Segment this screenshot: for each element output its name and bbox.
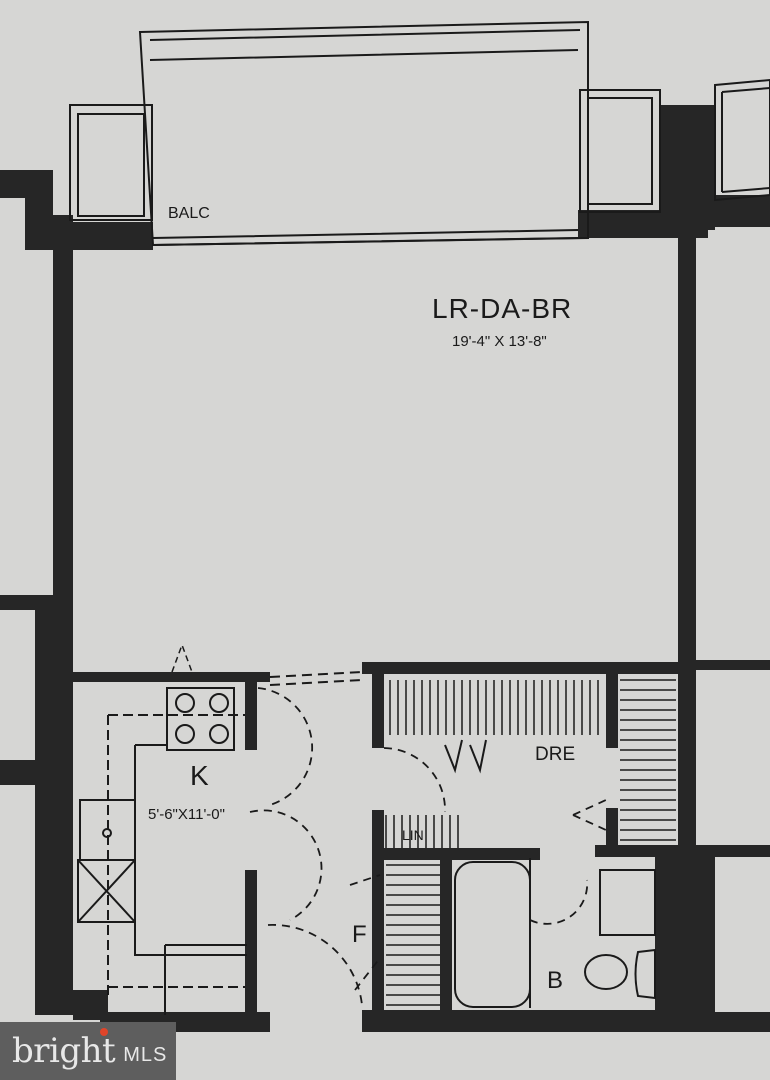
walls (0, 105, 770, 1032)
watermark-accent-dot (100, 1028, 108, 1036)
door-swings (249, 687, 607, 1006)
linen-closet-label: LIN (402, 827, 424, 843)
balcony-label: BALC (168, 205, 210, 222)
closet-hatching (385, 679, 676, 1006)
bath-fixtures (454, 858, 656, 1008)
watermark-suffix: MLS (123, 1043, 168, 1066)
stove-icon (166, 687, 235, 751)
kitchen-dimensions: 5'-6"X11'-0" (148, 806, 225, 823)
watermark-brand: bright (12, 1031, 116, 1071)
foyer-label: F (352, 921, 368, 948)
living-room-dimensions: 19'-4" X 13'-8" (452, 333, 547, 350)
kitchen-label: K (190, 760, 210, 791)
balcony-outline (69, 20, 770, 247)
dressing-room-label: DRE (535, 744, 575, 765)
toilet-icon (584, 954, 628, 990)
bathtub-icon (454, 861, 531, 1008)
bright-mls-watermark: bright MLS (0, 1022, 176, 1080)
kitchen-fixtures (77, 642, 363, 1015)
bath-label: B (547, 967, 564, 994)
living-room-label: LR-DA-BR (432, 293, 572, 324)
